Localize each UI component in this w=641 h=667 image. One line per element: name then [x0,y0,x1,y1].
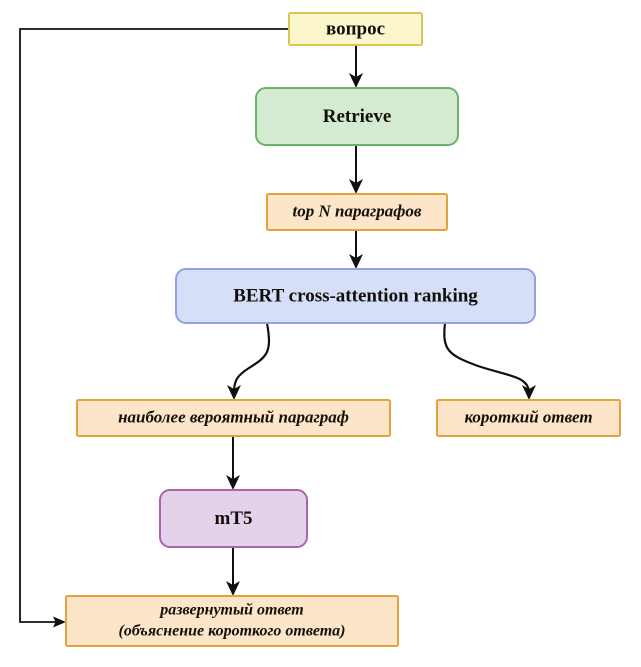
edge-best-paragraph-to-mt5 [226,436,240,490]
edge-question-to-retrieve [349,45,363,88]
node-question-shape[interactable] [288,12,423,46]
node-bert-ranking-shape[interactable] [175,268,536,324]
node-short-answer-shape[interactable] [436,399,621,437]
node-best-paragraph-label: наиболее вероятный параграф [118,407,349,426]
node-retrieve[interactable]: Retrieve [255,87,459,146]
nodes-layer: вопрос Retrieve top N параграфов BERT cr… [65,12,621,647]
node-mt5-label: mT5 [215,508,253,529]
node-mt5[interactable]: mT5 [159,489,308,548]
edge-question-to-long-answer-loop [19,28,289,628]
node-long-answer-label-line2: (объяснение короткого ответа) [119,623,346,640]
node-mt5-shape[interactable] [159,489,308,548]
node-top-n-shape[interactable] [266,193,448,231]
node-top-n[interactable]: top N параграфов [266,193,448,231]
node-retrieve-shape[interactable] [255,87,459,146]
edge-top-n-to-bert [349,230,363,269]
node-question[interactable]: вопрос [288,12,423,46]
node-retrieve-label: Retrieve [323,106,392,127]
node-long-answer-shape[interactable] [65,595,399,647]
node-bert-ranking-label: BERT cross-attention ranking [233,285,478,306]
node-best-paragraph-shape[interactable] [76,399,391,437]
node-long-answer[interactable]: развернутый ответ (объяснение короткого … [65,595,399,647]
node-best-paragraph[interactable]: наиболее вероятный параграф [76,399,391,437]
node-top-n-label: top N параграфов [293,201,422,220]
edge-retrieve-to-top-n [349,145,363,194]
node-question-label: вопрос [326,18,385,39]
edge-bert-to-best-paragraph [227,322,271,400]
node-long-answer-label-line1: развернутый ответ [158,602,303,619]
edges-layer [19,28,536,628]
node-short-answer[interactable]: короткий ответ [436,399,621,437]
node-short-answer-label: короткий ответ [464,407,592,426]
edge-bert-to-short-answer [443,322,536,400]
edge-mt5-to-long-answer [226,547,240,596]
node-bert-ranking[interactable]: BERT cross-attention ranking [175,268,536,324]
